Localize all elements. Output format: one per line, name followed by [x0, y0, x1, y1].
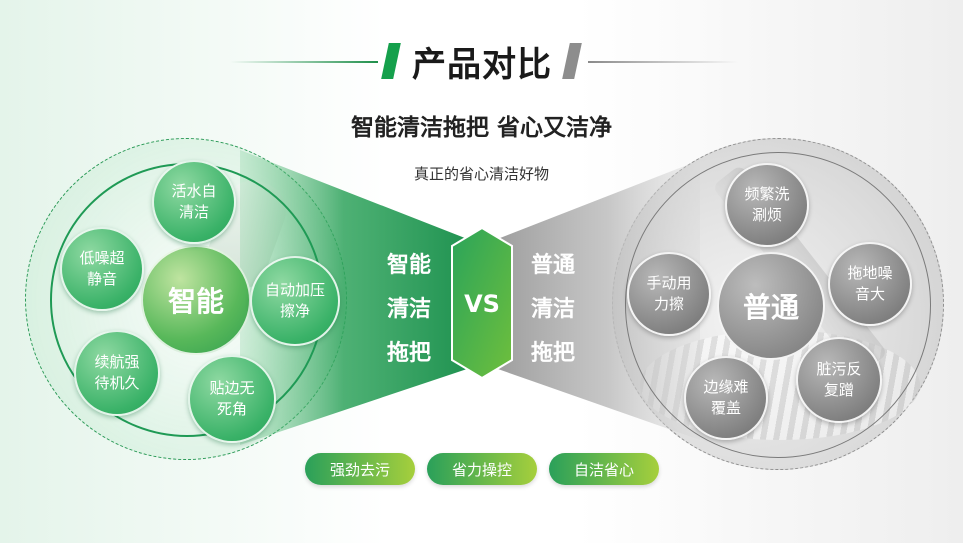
issue-bubble-edge-coverage: 边缘难覆盖 [684, 356, 768, 440]
title-left-rule [230, 61, 378, 63]
ordinary-band-word-2: 清洁 [530, 297, 575, 322]
smart-band-word-3: 拖把 [386, 341, 431, 366]
feature-line: 死角 [216, 400, 247, 418]
smart-band-word-2: 清洁 [386, 297, 431, 322]
issue-line: 拖地噪 [847, 264, 893, 282]
feature-line: 清洁 [178, 203, 209, 221]
feature-bubble-edge: 贴边无死角 [188, 355, 276, 443]
smart-core-bubble: 智能 [141, 245, 251, 355]
feature-bubble-battery: 续航强待机久 [74, 330, 160, 416]
feature-line: 贴边无 [209, 379, 255, 397]
issue-line: 频繁洗 [744, 185, 790, 203]
issue-bubble-noise: 拖地噪音大 [828, 242, 912, 326]
feature-line: 自动加压 [264, 281, 325, 299]
vs-label: VS [464, 290, 500, 318]
vs-hexagon [451, 226, 513, 380]
feature-line: 静音 [86, 270, 117, 288]
ordinary-mop-inner-ring [625, 152, 931, 458]
issue-line: 边缘难 [703, 378, 749, 396]
feature-line: 低噪超 [79, 249, 125, 267]
issue-line: 音大 [854, 285, 885, 303]
smart-band-word-1: 智能 [386, 253, 431, 278]
issue-line: 手动用 [646, 274, 692, 292]
ordinary-band-word-3: 拖把 [530, 341, 575, 366]
ordinary-band-text: 普通 清洁 拖把 [530, 244, 576, 376]
subtitle: 智能清洁拖把 省心又洁净 [350, 115, 612, 141]
issue-bubble-manual-effort: 手动用力擦 [627, 252, 711, 336]
issue-line: 力擦 [653, 295, 684, 313]
feature-bubble-auto-pressure: 自动加压擦净 [250, 256, 340, 346]
feature-line: 擦净 [279, 302, 310, 320]
page-title: 产品对比 [412, 44, 552, 85]
smart-band-text: 智能 清洁 拖把 [386, 244, 432, 376]
issue-line: 覆盖 [710, 399, 741, 417]
issue-bubble-frequent-wash: 频繁洗涮烦 [725, 163, 809, 247]
ordinary-band-word-1: 普通 [530, 253, 575, 278]
issue-bubble-smearing: 脏污反复蹭 [796, 337, 882, 423]
feature-line: 活水自 [171, 182, 217, 200]
pill-easy-control: 省力操控 [427, 453, 537, 485]
issue-line: 复蹭 [823, 381, 854, 399]
ordinary-core-bubble: 普通 [717, 252, 825, 360]
issue-line: 脏污反 [816, 360, 862, 378]
feature-line: 待机久 [94, 374, 140, 392]
pill-strong-cleaning: 强劲去污 [305, 453, 415, 485]
issue-line: 涮烦 [751, 206, 782, 224]
feature-line: 续航强 [94, 353, 140, 371]
feature-bubble-low-noise: 低噪超静音 [60, 227, 144, 311]
tagline: 真正的省心清洁好物 [413, 164, 549, 183]
pill-self-clean: 自洁省心 [549, 453, 659, 485]
feature-bubble-self-clean: 活水自清洁 [152, 160, 236, 244]
title-right-rule [588, 61, 738, 63]
